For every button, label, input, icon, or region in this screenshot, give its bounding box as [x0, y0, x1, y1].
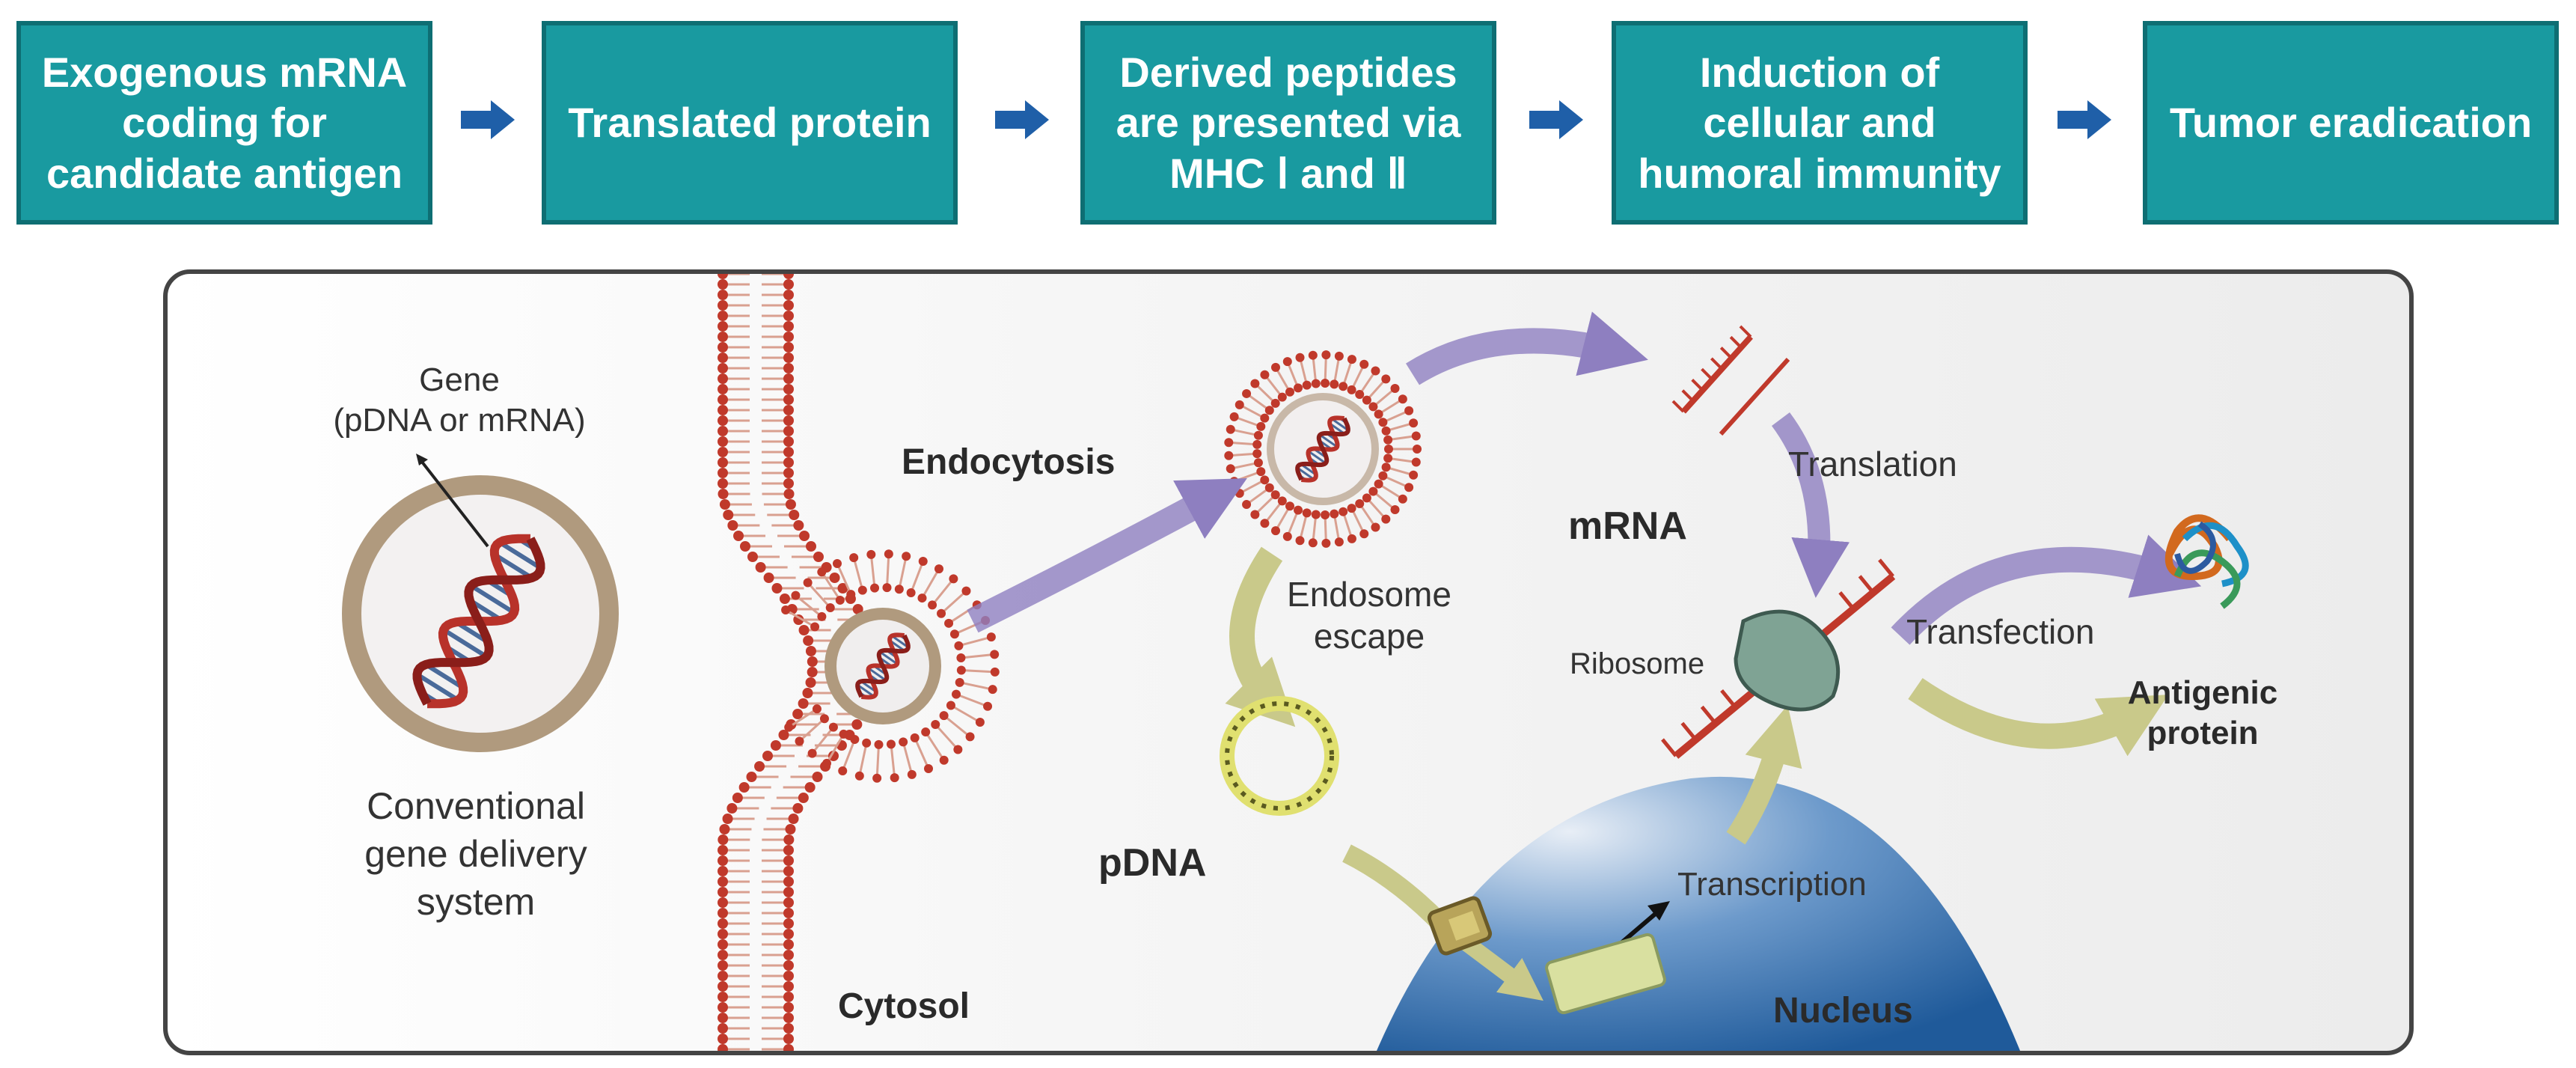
pdna-arrow: [1225, 546, 1296, 727]
flow-step-1: Exogenous mRNA coding for candidate anti…: [16, 21, 432, 225]
endosome-escape-line1: Endosome: [1287, 575, 1451, 614]
mrna-label: mRNA: [1568, 504, 1687, 548]
antigenic-protein-line1: Antigenic: [2128, 674, 2277, 711]
delivery-label-line3: system: [417, 881, 535, 923]
pdna-label: pDNA: [1098, 841, 1206, 885]
flow-step-4: Induction of cellular and humoral immuni…: [1612, 21, 2028, 225]
cytosol-label: Cytosol: [838, 986, 970, 1026]
transcription-label: Transcription: [1677, 866, 1867, 903]
nucleus-label: Nucleus: [1773, 991, 1913, 1031]
transfection-arrow-lower: [1908, 677, 2169, 757]
flow-step-5: Tumor eradication: [2143, 21, 2559, 225]
arrow-right-icon: [461, 100, 515, 139]
cell-membrane: [718, 274, 1000, 1051]
escape-arrow: [1405, 311, 1648, 385]
dna-helix-icon: [412, 534, 545, 709]
flow-step-3: Derived peptides are presented via MHC Ⅰ…: [1080, 21, 1496, 225]
dna-transcript-box: [1545, 933, 1666, 1015]
arrow-right-icon: [995, 100, 1049, 139]
ribosome-label: Ribosome: [1570, 647, 1704, 680]
protein-tangle-icon: [2164, 514, 2249, 609]
transfection-label: Transfection: [1906, 612, 2094, 651]
endocytosis-label: Endocytosis: [902, 442, 1115, 482]
transfection-arrow-upper: [1891, 534, 2202, 645]
antigenic-protein-line2: protein: [2147, 715, 2258, 751]
dna-helix-icon: [1295, 415, 1350, 483]
ribosome-icon: [1734, 609, 1841, 712]
translation-label: Translation: [1788, 445, 1957, 483]
arrowhead-icon: [416, 454, 428, 466]
gene-label-line1: Gene: [419, 361, 500, 398]
gene-pointer: [417, 457, 489, 548]
transcription-up-arrow: [1726, 705, 1802, 845]
delivery-label-line1: Conventional: [367, 785, 585, 827]
delivery-label-line2: gene delivery: [364, 833, 587, 875]
arrow-right-icon: [1529, 100, 1583, 139]
endosome-escape-line2: escape: [1314, 617, 1425, 656]
nuclear-pore-icon: [1427, 896, 1493, 956]
into-nucleus-arrow: [1461, 936, 1544, 1001]
mrna-strand-icon: [1671, 325, 1790, 436]
delivery-vesicle: [342, 475, 619, 752]
arrowhead-icon: [1648, 901, 1670, 921]
pdna-plasmid-texture: [1225, 701, 1334, 811]
endocytosis-arrow: [967, 477, 1247, 633]
translation-arrow: [1771, 412, 1850, 598]
dna-helix-icon: [855, 632, 911, 700]
gene-label-line2: (pDNA or mRNA): [333, 402, 585, 439]
endosome: [1224, 350, 1422, 548]
arrow-right-icon: [2058, 100, 2111, 139]
flow-step-2: Translated protein: [542, 21, 958, 225]
